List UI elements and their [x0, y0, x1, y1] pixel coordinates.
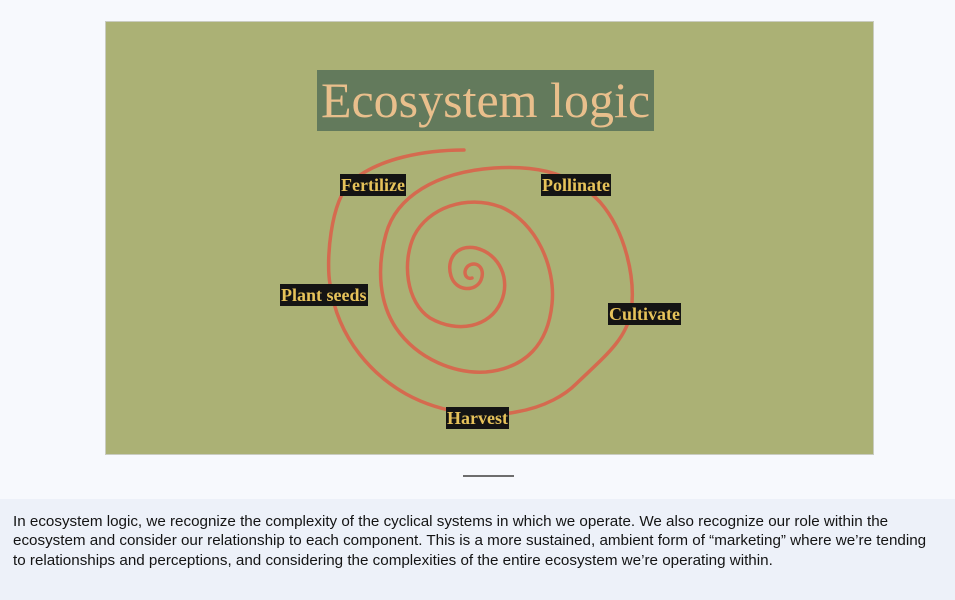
notes-resize-handle[interactable]	[463, 475, 514, 477]
cycle-label-fertilize: Fertilize	[340, 174, 406, 196]
slide-canvas[interactable]: Ecosystem logic Fertilize Pollinate Plan…	[105, 21, 874, 455]
cycle-spiral-graphic	[326, 148, 634, 417]
cycle-label-cultivate: Cultivate	[608, 303, 681, 325]
cycle-label-pollinate: Pollinate	[541, 174, 611, 196]
cycle-label-harvest: Harvest	[446, 407, 509, 429]
speaker-notes-text: In ecosystem logic, we recognize the com…	[13, 513, 927, 569]
speaker-notes-panel[interactable]: In ecosystem logic, we recognize the com…	[0, 499, 955, 600]
cycle-label-plant-seeds: Plant seeds	[280, 284, 368, 306]
spiral-path	[326, 148, 634, 417]
slide-title: Ecosystem logic	[317, 70, 654, 131]
